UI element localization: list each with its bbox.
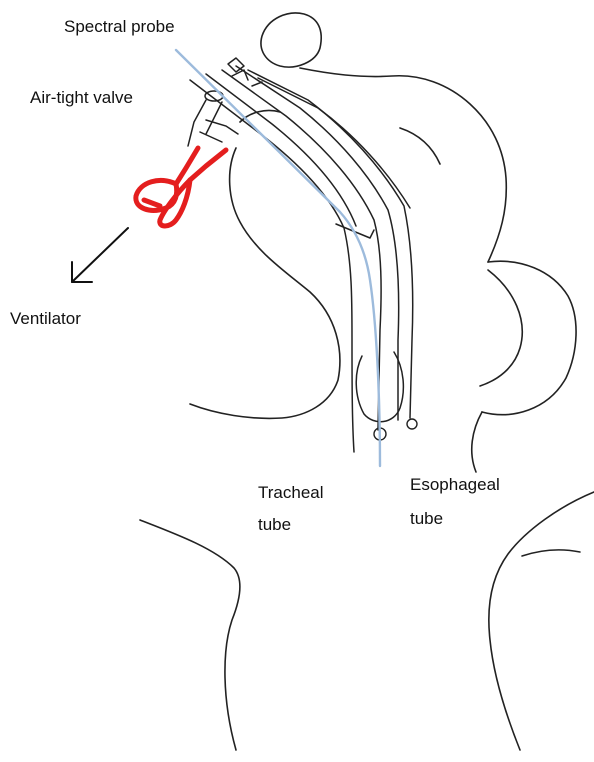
- tracheal-tube-label-line2: tube: [258, 514, 291, 535]
- spectral-probe-label: Spectral probe: [64, 16, 175, 37]
- airtight-valve-label: Air-tight valve: [30, 87, 133, 108]
- red-clamp: [136, 148, 226, 226]
- airtight-valve: [188, 91, 238, 146]
- tracheal-tube-label-line1: Tracheal: [258, 482, 324, 503]
- esophageal-tube-label-line1: Esophageal: [410, 474, 500, 495]
- neck-outline: [140, 492, 594, 750]
- tubes: [190, 58, 417, 452]
- esophageal-tube-label-line2: tube: [410, 508, 443, 529]
- head-outline: [190, 13, 576, 472]
- ventilator-label: Ventilator: [10, 308, 81, 329]
- ventilator-arrow: [72, 228, 128, 282]
